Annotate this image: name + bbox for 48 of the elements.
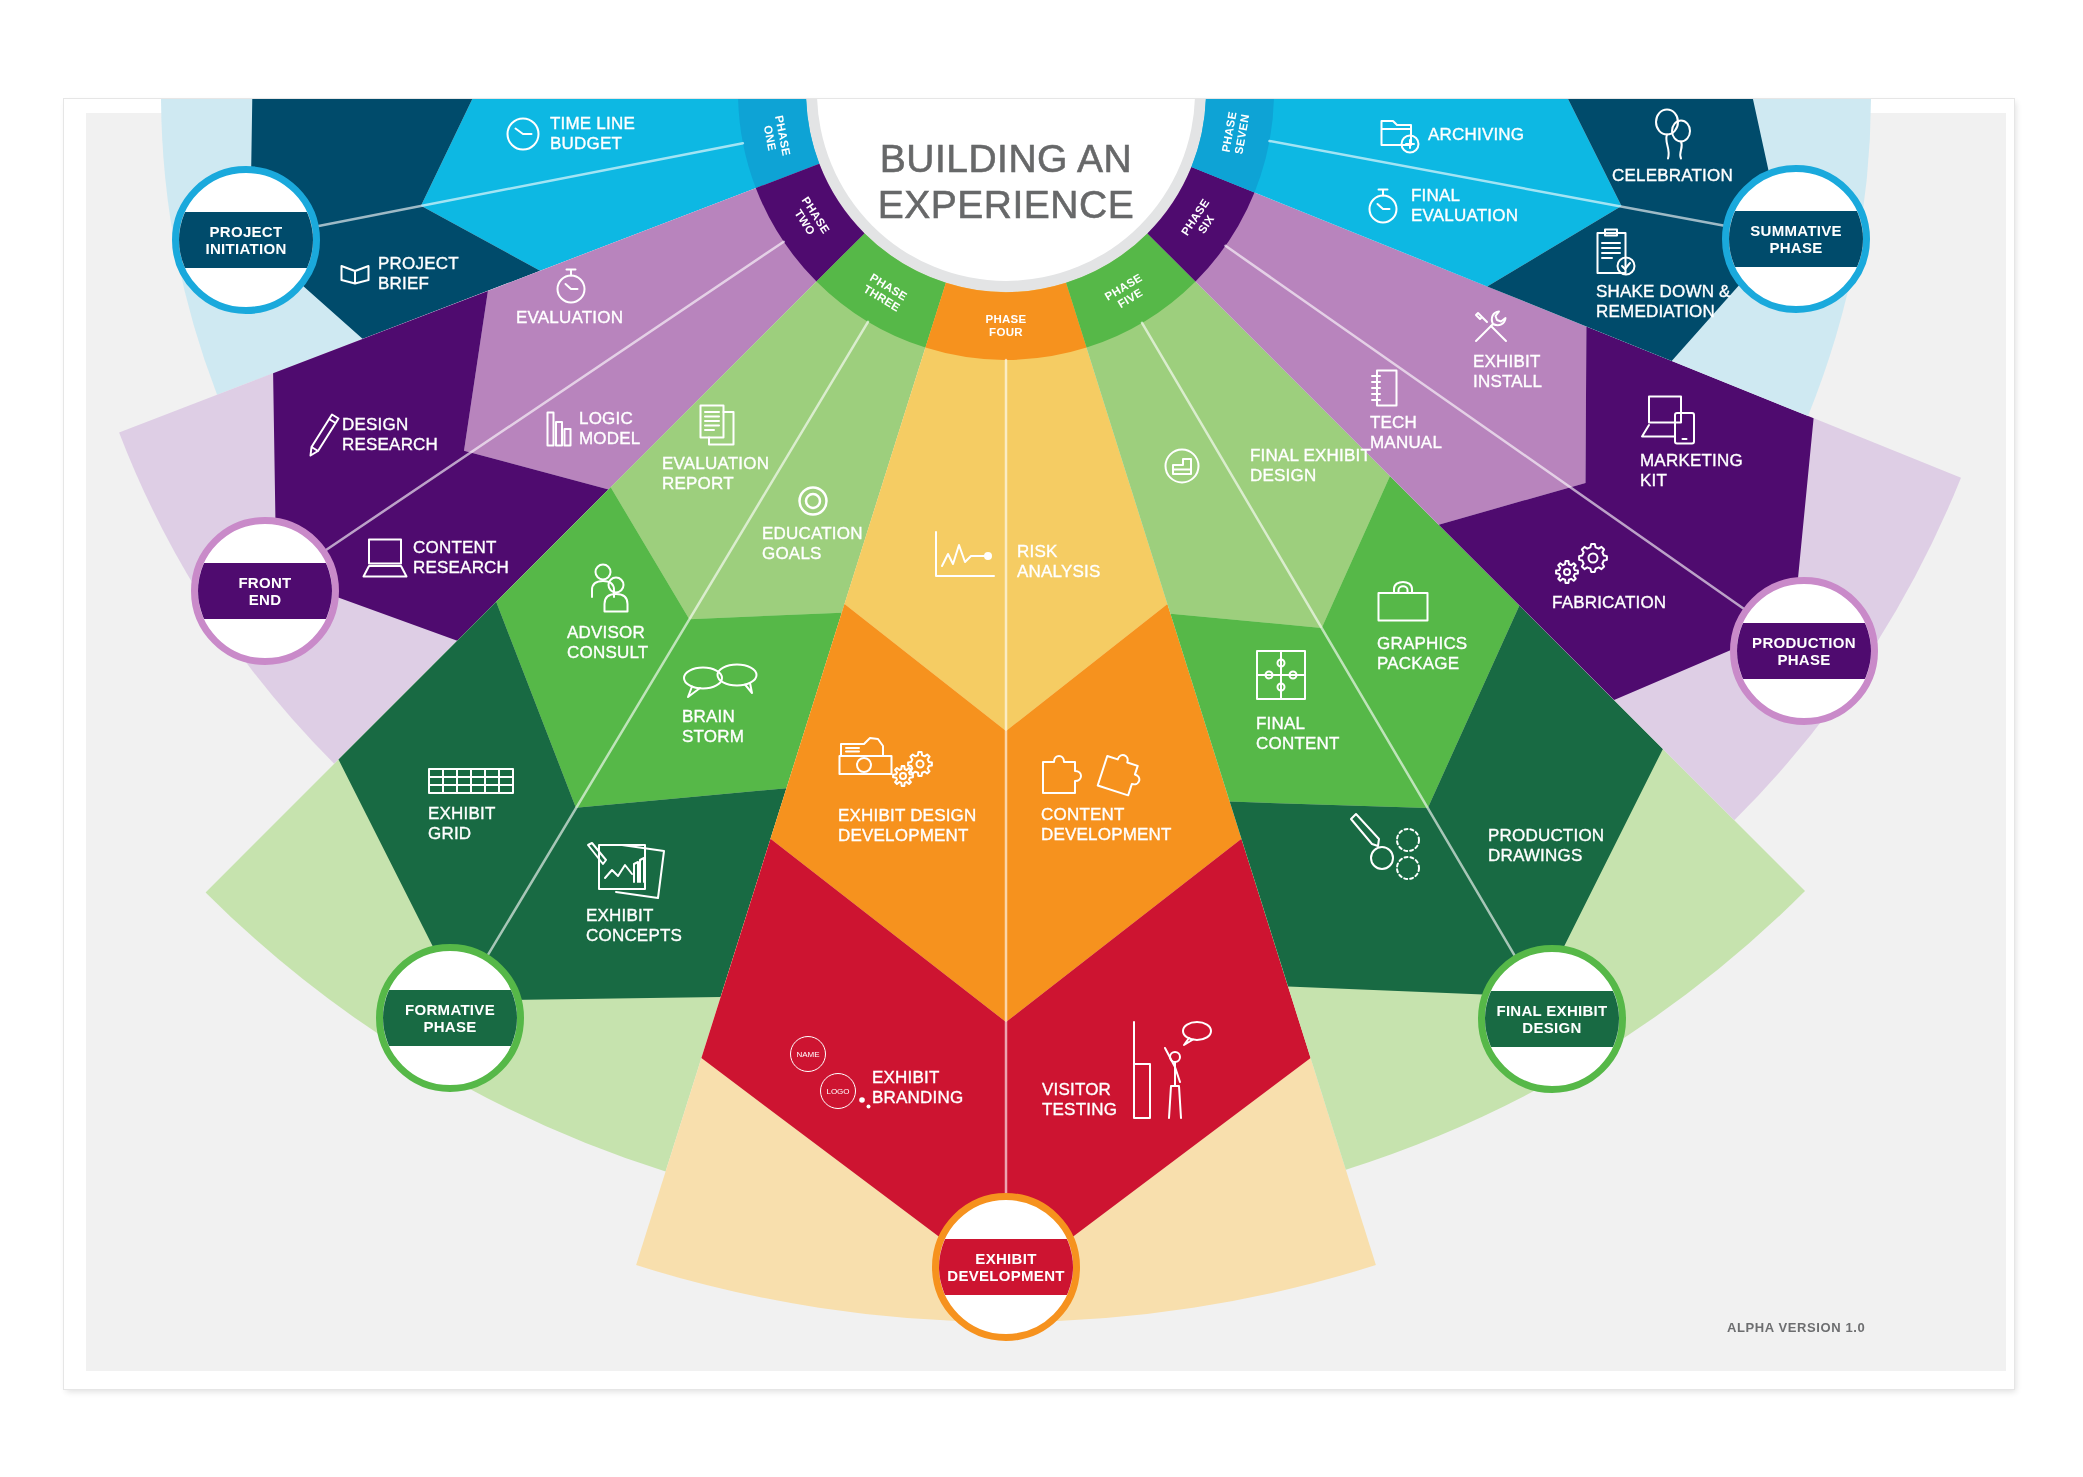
milestone-label: FRONT END: [237, 574, 293, 608]
task-label: LOGIC MODEL: [579, 409, 642, 449]
connector-line: [317, 141, 745, 228]
task-label: EDUCATION GOALS: [762, 524, 864, 564]
milestone-label: FORMATIVE PHASE: [404, 1001, 496, 1035]
task-label: FINAL CONTENT: [1256, 714, 1341, 754]
version-note: ALPHA VERSION 1.0: [1727, 1320, 1866, 1336]
connector-line: [1268, 139, 1725, 227]
task-label: PRODUCTION DRAWINGS: [1488, 826, 1606, 866]
task-label: FINAL EXHIBIT DESIGN: [1250, 446, 1371, 486]
task-label: VISITOR TESTING: [1042, 1080, 1119, 1120]
milestone-label: SUMMATIVE PHASE: [1749, 222, 1843, 256]
task-label: EXHIBIT GRID: [428, 804, 497, 844]
milestone-label: FINAL EXHIBIT DESIGN: [1495, 1002, 1609, 1036]
task-label: CONTENT RESEARCH: [413, 538, 511, 578]
task-label: EXHIBIT INSTALL: [1473, 352, 1544, 392]
task-label: SHAKE DOWN & REMEDIATION: [1596, 282, 1732, 322]
task-label: ARCHIVING: [1428, 125, 1526, 145]
milestone-label: EXHIBIT DEVELOPMENT: [946, 1250, 1066, 1284]
phase-label: PHASE FOUR: [984, 313, 1028, 339]
connector-line: [486, 320, 870, 956]
task-label: DESIGN RESEARCH: [342, 415, 440, 455]
task-label: MARKETING KIT: [1640, 451, 1744, 491]
phase-label: PHASE SEVEN: [1219, 109, 1253, 158]
task-label: EVALUATION: [516, 308, 625, 328]
task-label: GRAPHICS PACKAGE: [1377, 634, 1469, 674]
task-label: EXHIBIT DESIGN DEVELOPMENT: [838, 806, 978, 846]
task-label: CONTENT DEVELOPMENT: [1041, 805, 1173, 845]
task-label: EVALUATION REPORT: [662, 454, 771, 494]
phase-label: PHASE ONE: [760, 113, 794, 159]
task-label: RISK ANALYSIS: [1017, 542, 1102, 582]
connector-line: [325, 240, 785, 551]
diagram-title: BUILDING AN EXPERIENCE: [877, 136, 1135, 228]
task-label: BRAIN STORM: [682, 707, 746, 747]
task-label: EXHIBIT BRANDING: [872, 1068, 965, 1108]
milestone-label: PROJECT INITIATION: [204, 223, 288, 257]
task-label: TECH MANUAL: [1370, 413, 1444, 452]
task-label: PROJECT BRIEF: [378, 254, 460, 294]
task-label: TIME LINE BUDGET: [550, 114, 636, 154]
milestone-label: PRODUCTION PHASE: [1751, 634, 1857, 668]
connector-line: [1224, 244, 1745, 610]
task-label: ADVISOR CONSULT: [567, 623, 650, 663]
connector-line: [1140, 321, 1516, 957]
task-label: EXHIBIT CONCEPTS: [586, 906, 684, 946]
task-label: CELEBRATION: [1612, 166, 1734, 186]
task-label: FINAL EVALUATION: [1411, 186, 1520, 226]
task-label: FABRICATION: [1552, 593, 1668, 613]
connector-line: [1004, 358, 1008, 1195]
